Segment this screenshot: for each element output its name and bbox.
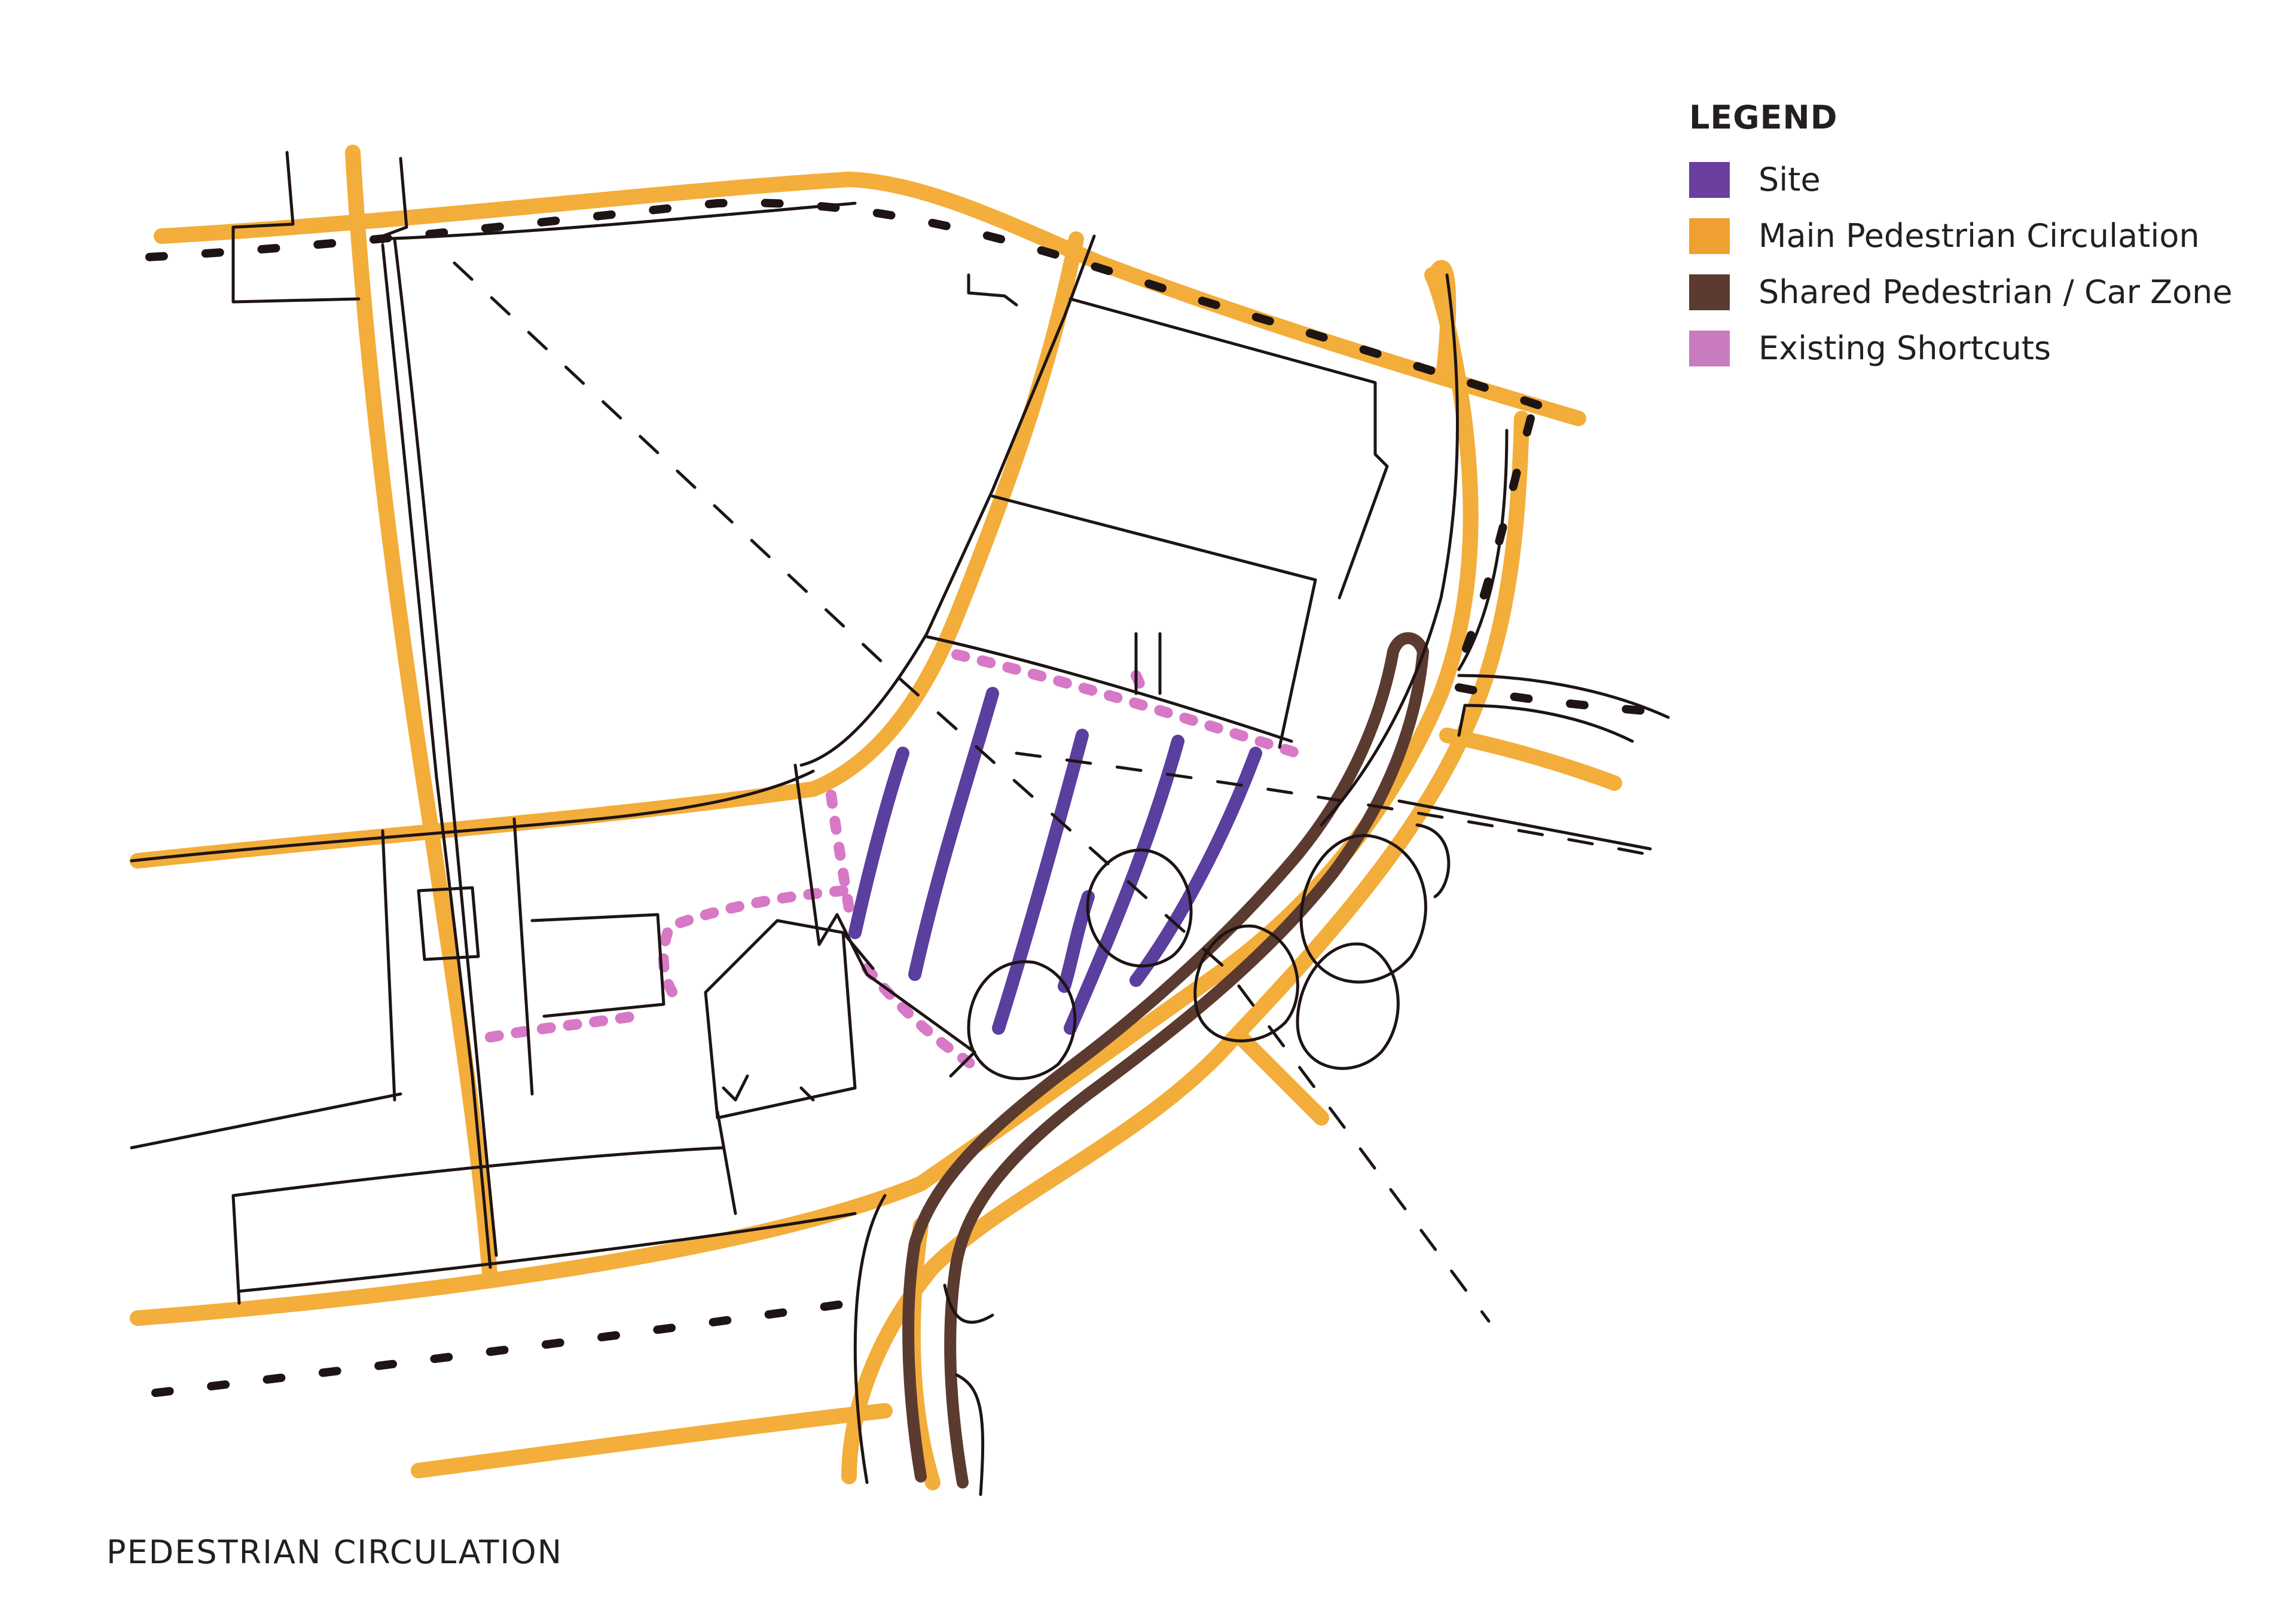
block-east-spur [1457, 674, 1670, 743]
block-middle-2 [381, 829, 396, 1102]
block-west-main [381, 243, 492, 1269]
building-linework [130, 151, 1670, 1496]
horizontal-axis [1015, 751, 1652, 857]
shared-road-outer [944, 646, 1429, 1488]
lane-markings [145, 198, 1654, 1397]
block-south-road-right [943, 1283, 994, 1496]
block-south [231, 1146, 725, 1305]
main-pedestrian-routes [130, 145, 1622, 1490]
shortcut-site-edge [862, 963, 986, 1075]
block-east-edge-2 [1457, 429, 1509, 671]
block-middle [130, 769, 815, 863]
block-north-right [967, 273, 1018, 307]
block-north [375, 201, 857, 241]
lane-marking-east [1449, 414, 1535, 686]
legend-item-site: Site [1689, 152, 2227, 208]
legend-label-site: Site [1758, 161, 1821, 198]
legend-label-shared-zone: Shared Pedestrian / Car Zone [1758, 273, 2233, 311]
site-stroke-5 [1129, 747, 1262, 987]
diagonal-axis [453, 261, 1491, 1323]
route-east-spur [1439, 728, 1622, 791]
shared-zone-road [902, 632, 1429, 1488]
route-southwest-stub [411, 1403, 893, 1478]
block-east-road-line [1397, 799, 1652, 851]
shortcut-north-edge [951, 649, 1303, 759]
tree-2 [967, 960, 1077, 1080]
shortcut-west-vertical [826, 790, 854, 914]
block-middle-3 [512, 817, 665, 1096]
main-pedestrian-swatch [1689, 218, 1730, 254]
shared-zone-swatch [1689, 274, 1730, 310]
lane-marking-north [145, 198, 1547, 411]
block-east-bldg [1068, 297, 1389, 600]
site-stroke-6 [1058, 890, 1095, 993]
tick-2 [799, 1086, 815, 1102]
shared-road-tip [1387, 632, 1429, 658]
route-central-diagonal [805, 231, 1084, 797]
lane-marking-south [151, 1299, 853, 1397]
shortcut-west-loop [658, 885, 848, 1010]
building-north-west-2 [381, 157, 408, 244]
block-south-2 [237, 1212, 857, 1293]
block-central-lines [716, 931, 875, 1215]
site-stroke-2 [908, 687, 999, 981]
tree-6 [1415, 823, 1451, 898]
tree-4 [1299, 834, 1427, 984]
site-stroke-1 [848, 747, 909, 939]
site-stroke-4 [1064, 735, 1184, 1035]
building-north-west [231, 151, 361, 304]
block-lane [925, 635, 1293, 743]
block-small-bldg [417, 886, 480, 961]
legend: LEGEND Site Main Pedestrian Circulation … [1689, 99, 2233, 377]
block-south-road-left [853, 1194, 887, 1484]
tree-1 [1086, 848, 1193, 968]
legend-item-main-pedestrian: Main Pedestrian Circulation [1689, 208, 2227, 264]
shortcuts-swatch [1689, 331, 1730, 366]
site-stroke-3 [992, 729, 1089, 1035]
sight-lines [453, 261, 1652, 1323]
legend-title: LEGEND [1689, 99, 1838, 136]
route-south-east-stub [1236, 1032, 1329, 1126]
tick-1 [722, 1074, 749, 1102]
legend-label-shortcuts: Existing Shortcuts [1758, 329, 2051, 367]
block-east-bldg-2 [991, 494, 1317, 749]
trees [967, 823, 1451, 1080]
route-south-street [130, 267, 1479, 1326]
site-hatching [848, 687, 1262, 1035]
block-central-bldg [704, 919, 857, 1120]
sheet-caption: PEDESTRIAN CIRCULATION [106, 1533, 563, 1571]
lane-marking-spur [1455, 683, 1654, 716]
block-lane-stub [1134, 632, 1162, 695]
legend-item-shortcuts: Existing Shortcuts [1689, 320, 2227, 377]
block-west-inner [393, 237, 498, 1257]
shared-road-inner [902, 646, 1399, 1483]
block-west-lower [130, 1092, 402, 1150]
legend-label-main-pedestrian: Main Pedestrian Circulation [1758, 217, 2200, 255]
annotation-ticks [722, 1074, 815, 1102]
block-east-edge [1320, 273, 1459, 827]
legend-item-shared-zone: Shared Pedestrian / Car Zone [1689, 264, 2233, 320]
block-east-outline [799, 234, 1096, 767]
site-swatch [1689, 162, 1730, 198]
tree-3 [1193, 924, 1299, 1043]
tree-5 [1296, 942, 1400, 1070]
route-west-vertical [345, 145, 498, 1287]
shortcut-south-loop [485, 1011, 639, 1043]
